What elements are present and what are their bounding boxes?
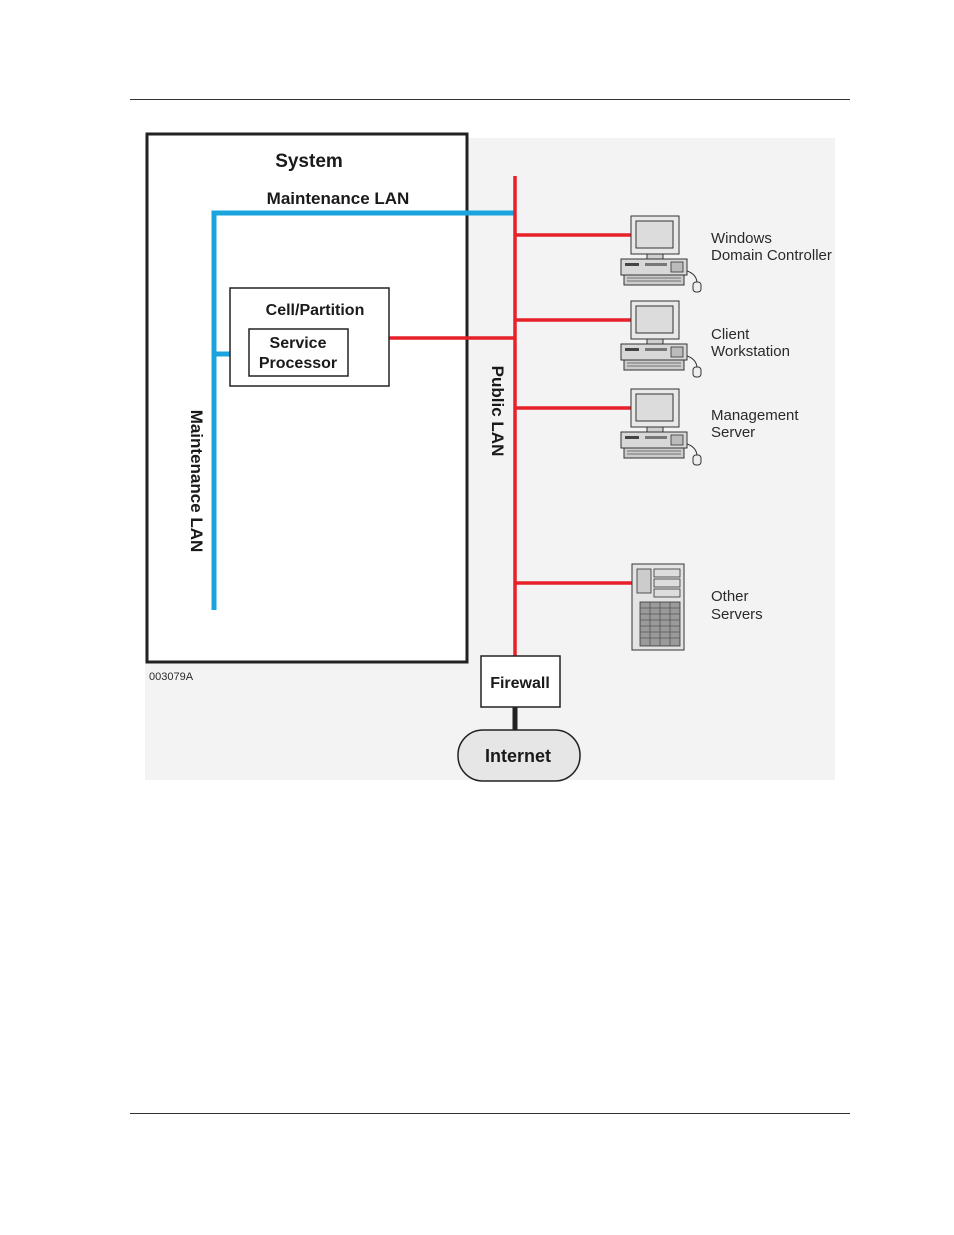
figure-id-label: 003079A [149,671,194,683]
system-label: System [275,151,343,172]
firewall-label: Firewall [490,675,550,692]
device-label-line1: Windows [711,230,772,247]
maintenance-lan-side-label: Maintenance LAN [187,410,206,553]
device-label-line2: Server [711,424,755,441]
maintenance-lan-top-label: Maintenance LAN [267,189,410,208]
device-label-line2: Workstation [711,343,790,360]
device-label-line1: Other [711,588,749,605]
internet-label: Internet [485,746,551,766]
device-label-line2: Servers [711,606,763,623]
service-processor-label-line1: Service [270,335,327,352]
service-processor-label-line2: Processor [259,355,337,372]
footer-rule [130,1113,850,1114]
public-lan-label: Public LAN [488,366,507,457]
device-label-line2: Domain Controller [711,247,832,264]
cell-partition-label: Cell/Partition [266,302,365,319]
tower-server-icon [632,564,684,650]
device-label-line1: Management [711,407,799,424]
device-label-line1: Client [711,326,750,343]
